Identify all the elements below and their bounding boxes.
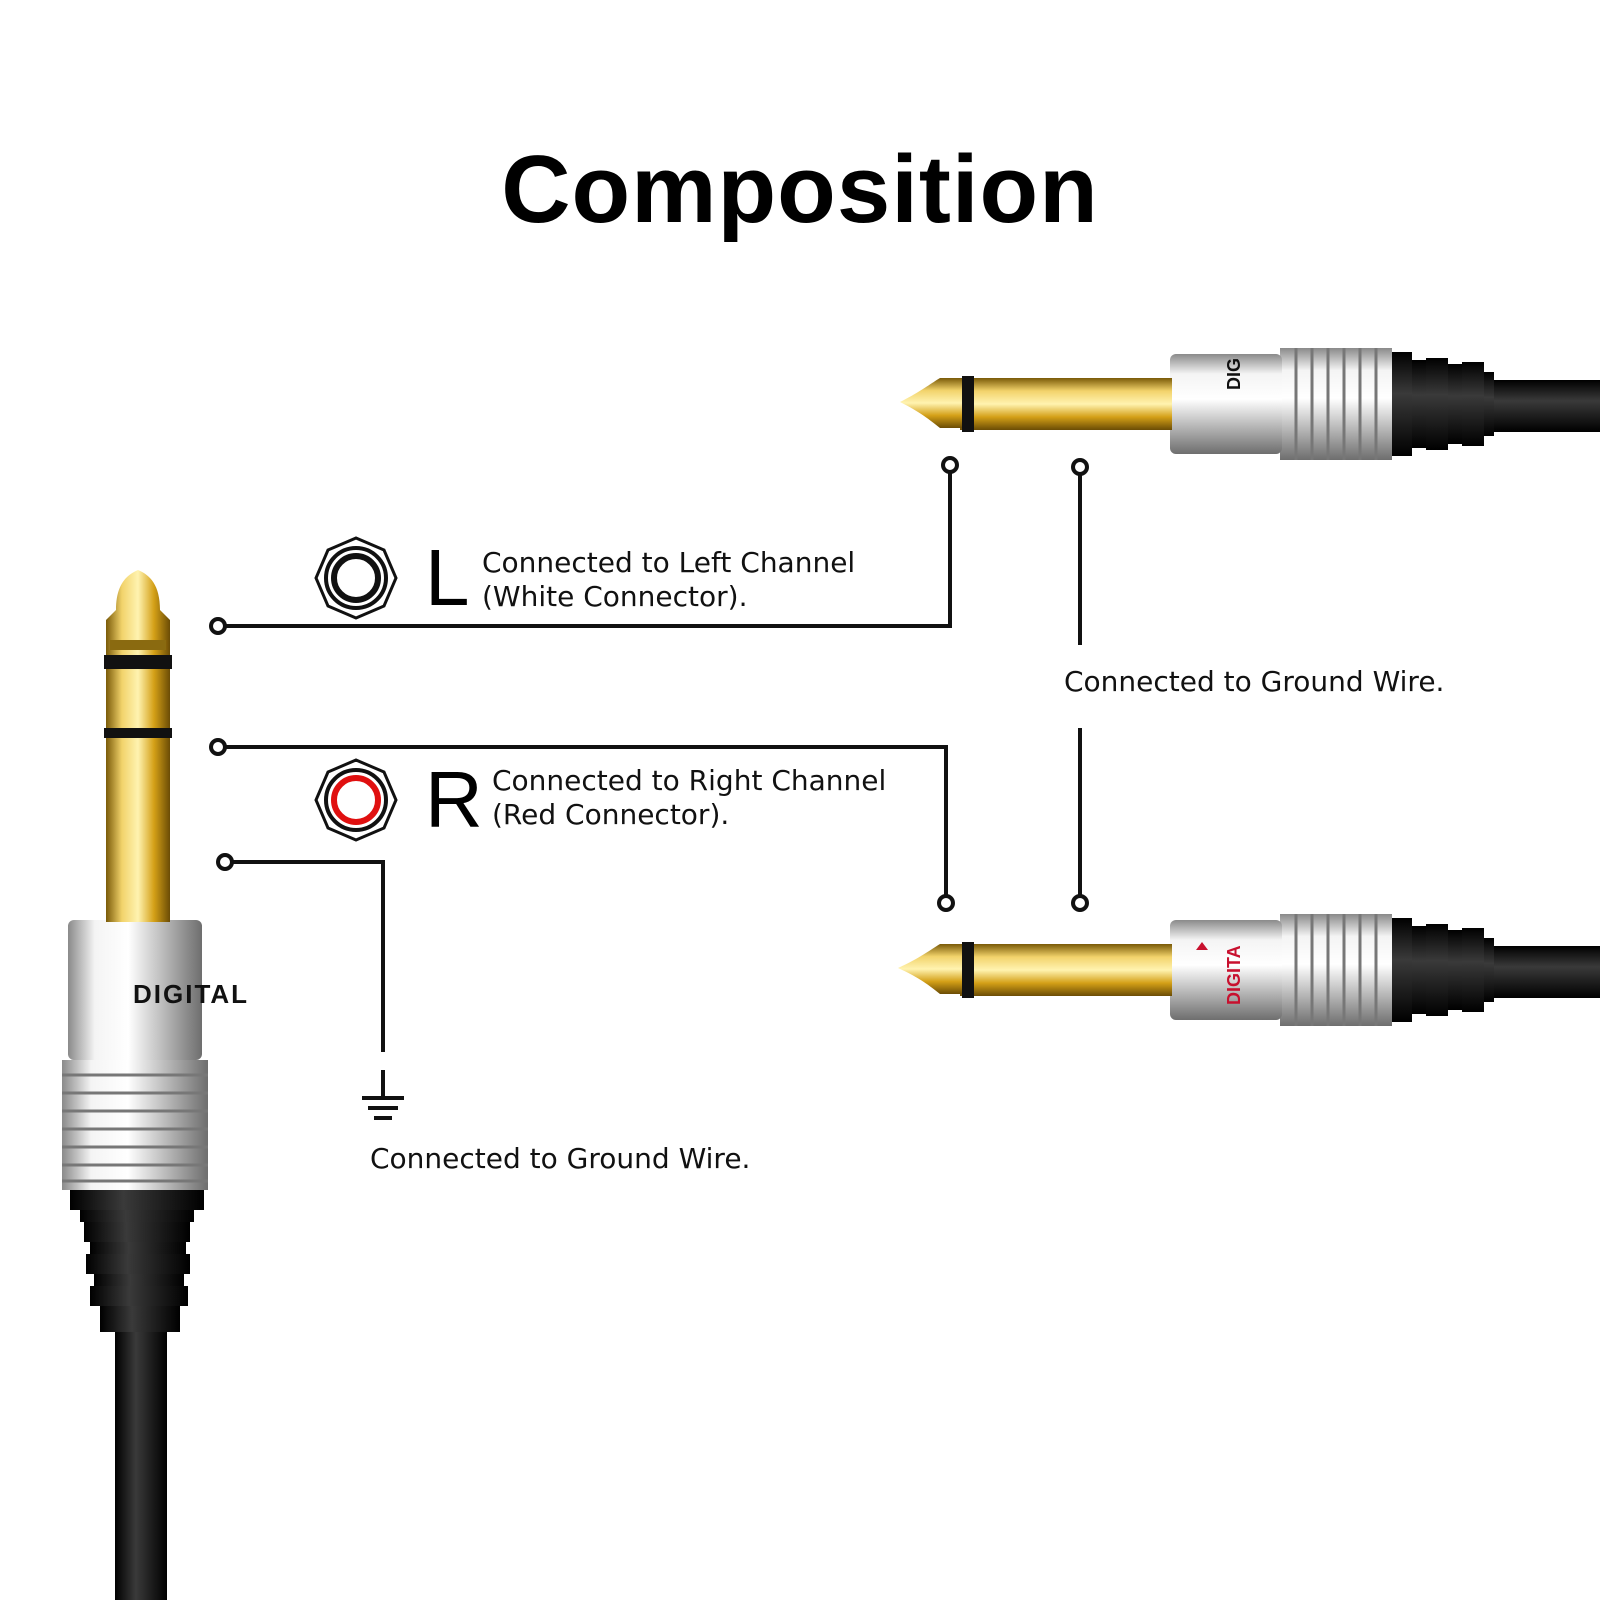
red-connector-icon [314, 758, 398, 842]
wiring [225, 467, 1082, 1052]
left-plug-chrome-body [1170, 354, 1282, 454]
page-title: Composition [501, 136, 1099, 243]
ground-label-right: Connected to Ground Wire. [1064, 665, 1445, 698]
stereo-chrome-body [68, 920, 202, 1060]
left-channel-letter: L [425, 533, 470, 622]
left-channel-wire [225, 467, 952, 628]
left-plug-cable [1490, 380, 1600, 432]
ground-label-left: Connected to Ground Wire. [370, 1142, 751, 1175]
svg-text:DIGITA: DIGITA [1224, 945, 1244, 1005]
right-channel-line1: Connected to Right Channel [492, 764, 887, 797]
stereo-knurl-grooves [62, 1073, 208, 1183]
terminal-stereo-sleeve [216, 853, 234, 871]
left-channel-line1: Connected to Left Channel [482, 546, 856, 579]
stereo-ring-insulator-1 [104, 655, 172, 669]
right-plug-cable [1490, 946, 1600, 998]
right-plug-gold-tip [898, 944, 962, 994]
right-plug-strain-relief [1390, 918, 1494, 1022]
stereo-knurled-collar [62, 1060, 208, 1190]
terminal-left-tip [941, 456, 959, 474]
ground-symbol-icon [362, 1070, 404, 1120]
right-channel-line2: (Red Connector). [492, 798, 730, 831]
stereo-ring-insulator-2 [104, 728, 172, 738]
stereo-brand-label: DIGITAL [133, 979, 249, 1009]
white-connector-icon [314, 536, 398, 620]
mono-plug-right-channel: DIGITA [898, 914, 1600, 1026]
right-channel-wire [225, 745, 948, 895]
stereo-strain-relief [70, 1190, 204, 1332]
right-channel-letter: R [425, 755, 483, 844]
stereo-cable [115, 1330, 167, 1600]
terminals [209, 456, 1089, 912]
terminal-stereo-tip [209, 617, 227, 635]
svg-text:DIG: DIG [1224, 358, 1244, 390]
right-plug-knurled-collar [1280, 914, 1392, 1026]
left-plug-gold-tip [900, 378, 962, 428]
trs-stereo-plug: DIGITAL [62, 570, 249, 1600]
left-plug-strain-relief [1390, 352, 1494, 456]
terminal-right-tip [937, 894, 955, 912]
right-plug-chrome-body [1170, 920, 1282, 1020]
mono-plug-left-channel: DIG [900, 348, 1600, 460]
right-plug-gold-shaft [960, 944, 1172, 996]
stereo-gold-tip [106, 570, 170, 650]
left-channel-line2: (White Connector). [482, 580, 748, 613]
terminal-right-sleeve [1071, 894, 1089, 912]
terminal-stereo-ring [209, 738, 227, 756]
terminal-left-sleeve [1071, 458, 1089, 476]
stereo-ground-wire [232, 860, 385, 1052]
left-plug-gold-shaft [960, 378, 1172, 430]
stereo-gold-shaft [106, 650, 170, 922]
left-plug-knurled-collar [1280, 348, 1392, 460]
